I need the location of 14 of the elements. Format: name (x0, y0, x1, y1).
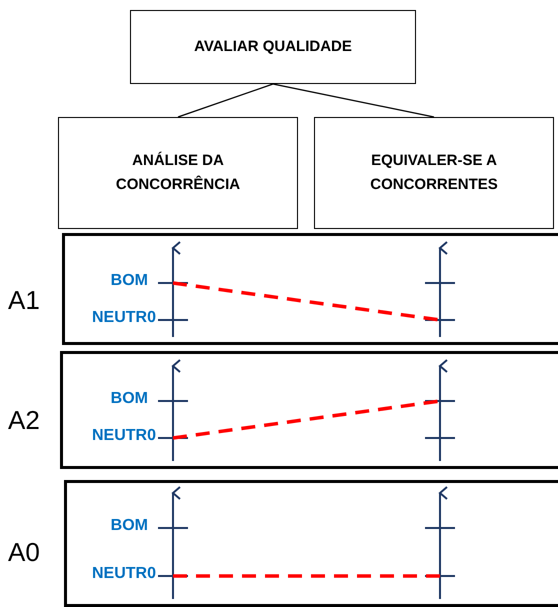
scale-level-label: BOM (110, 517, 148, 535)
criterion-box: AVALIAR QUALIDADE (130, 10, 416, 84)
scale-level-label: BOM (110, 272, 148, 290)
connector-line (178, 83, 274, 118)
criterion-box: EQUIVALER-SE A CONCORRENTES (314, 117, 554, 229)
criterion-box: ANÁLISE DA CONCORRÊNCIA (58, 117, 298, 229)
panel-heading: A1 (8, 285, 40, 316)
panel-heading: A2 (8, 405, 40, 436)
scale-level-label: BOM (110, 390, 148, 408)
scale-level-label: NEUTR0 (92, 565, 156, 583)
scale-level-label: NEUTR0 (92, 309, 156, 327)
panel-heading: A0 (8, 537, 40, 568)
connector-line (272, 83, 434, 118)
scale-level-label: NEUTR0 (92, 427, 156, 445)
